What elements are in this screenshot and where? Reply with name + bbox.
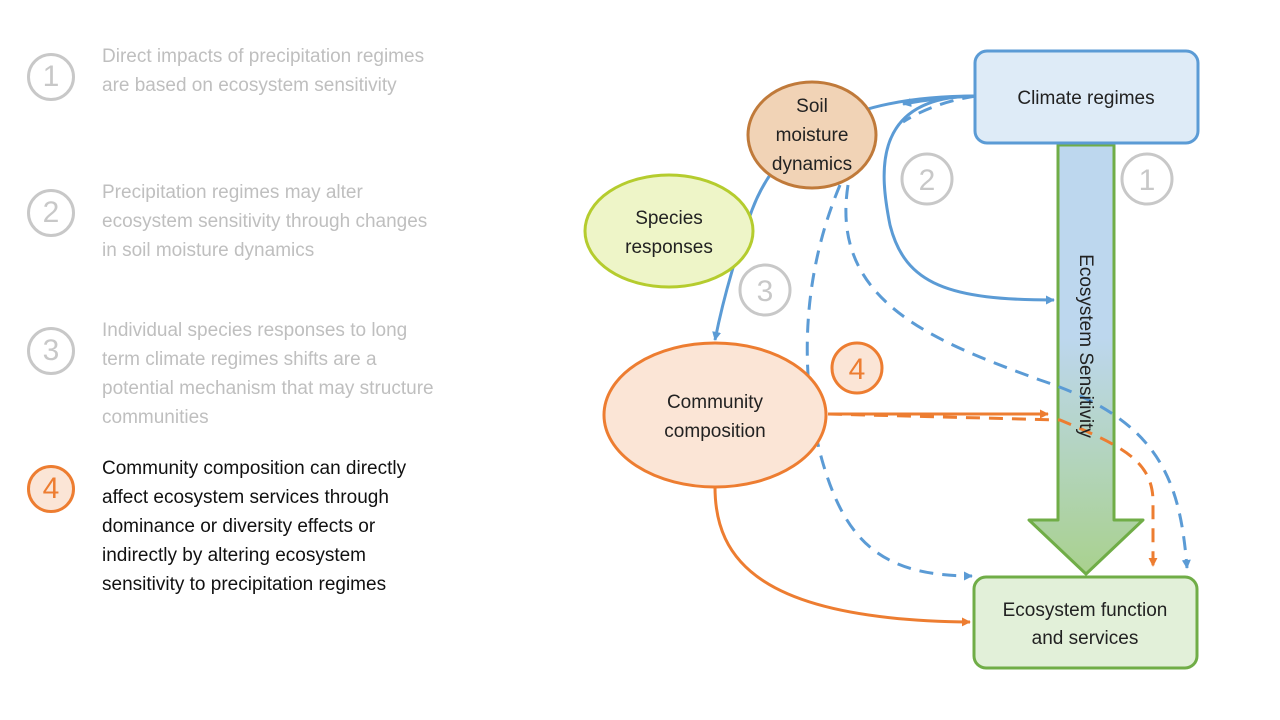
ecosystem-sensitivity-arrow bbox=[1027, 143, 1145, 576]
legend-item-4: 4 Community composition can directly aff… bbox=[24, 454, 454, 595]
marker-1: 1 bbox=[1120, 152, 1174, 206]
legend-item-3: 3 Individual species responses to long t… bbox=[24, 316, 454, 436]
legend-number-3: 3 bbox=[27, 327, 75, 375]
legend-number-2: 2 bbox=[27, 189, 75, 237]
arrow-community-to-ecosystem-services bbox=[713, 486, 971, 627]
marker-3-label: 3 bbox=[757, 275, 774, 308]
marker-4-label: 4 bbox=[849, 353, 866, 386]
soil-moisture-label-line3: dynamics bbox=[772, 154, 852, 175]
ecosystem-function-label-line1: Ecosystem function bbox=[1003, 600, 1168, 621]
legend-text-4: Community composition can directly affec… bbox=[102, 458, 407, 595]
soil-moisture-node: Soil moisture dynamics bbox=[746, 80, 878, 190]
marker-2: 2 bbox=[900, 152, 954, 206]
soil-moisture-label-line1: Soil bbox=[796, 96, 828, 117]
dashed-soil-to-ecosystem-right bbox=[844, 184, 1191, 569]
ecosystem-function-node: Ecosystem function and services bbox=[972, 575, 1199, 670]
ecosystem-function-label-line2: and services bbox=[1032, 628, 1139, 649]
community-composition-node: Community composition bbox=[602, 341, 828, 489]
species-responses-label-line1: Species bbox=[635, 208, 703, 229]
marker-1-label: 1 bbox=[1139, 164, 1156, 197]
legend-item-1: 1 Direct impacts of precipitation regime… bbox=[24, 42, 454, 162]
legend-item-2: 2 Precipitation regimes may alter ecosys… bbox=[24, 178, 454, 298]
soil-moisture-label-line2: moisture bbox=[776, 125, 849, 146]
legend-number-1: 1 bbox=[27, 53, 75, 101]
climate-regimes-label: Climate regimes bbox=[1017, 88, 1154, 109]
species-responses-node: Species responses bbox=[583, 173, 755, 289]
marker-4: 4 bbox=[830, 341, 884, 395]
marker-3: 3 bbox=[738, 263, 792, 317]
climate-regimes-node: Climate regimes bbox=[973, 49, 1200, 145]
legend-number-4: 4 bbox=[27, 465, 75, 513]
community-composition-label-line2: composition bbox=[664, 421, 765, 442]
arrow-climate-to-sensitivity bbox=[882, 94, 1055, 305]
dashed-soil-to-ecosystem-services bbox=[805, 184, 973, 581]
legend-text-3: Individual species responses to long ter… bbox=[102, 320, 434, 428]
dashed-community-to-ecosystem bbox=[827, 412, 1158, 567]
arrow-climate-to-species bbox=[712, 94, 977, 341]
legend-text-1: Direct impacts of precipitation regimes … bbox=[102, 46, 425, 96]
dashed-climate-to-soil bbox=[902, 94, 977, 124]
ecosystem-sensitivity-label: Ecosystem Sensitivity bbox=[1075, 254, 1096, 438]
species-responses-label-line2: responses bbox=[625, 237, 713, 258]
community-composition-label-line1: Community bbox=[667, 392, 764, 413]
legend-text-2: Precipitation regimes may alter ecosyste… bbox=[102, 182, 428, 261]
marker-2-label: 2 bbox=[919, 164, 936, 197]
